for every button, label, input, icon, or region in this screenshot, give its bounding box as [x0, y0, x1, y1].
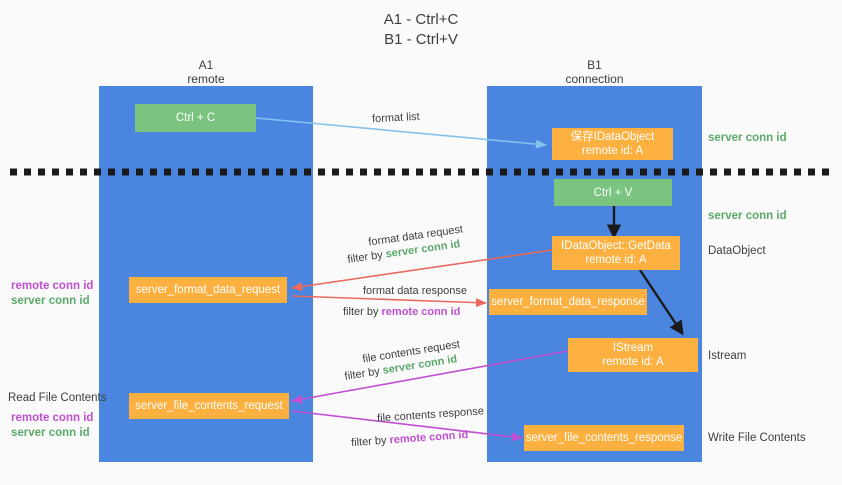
filter-prefix-4: filter by	[350, 434, 390, 450]
node-getdata-line2: remote id: A	[585, 254, 647, 266]
node-ctrl-v[interactable]: Ctrl + V	[554, 179, 672, 206]
label-server-conn-id-mid: server conn id	[708, 210, 787, 222]
filter-prefix-1: filter by	[346, 248, 387, 266]
panel-b1-name: B1	[587, 58, 602, 72]
node-server-file-contents-request[interactable]: server_file_contents_request	[129, 393, 289, 419]
panel-header-b1: B1 connection	[487, 58, 702, 86]
node-server-file-contents-request-label: server_file_contents_request	[135, 400, 283, 412]
filter-key-remote-conn-id-1: remote conn id	[381, 306, 461, 318]
node-getdata-line1: IDataObject::GetData	[561, 240, 671, 252]
panel-header-a1: A1 remote	[99, 58, 313, 86]
node-ctrl-v-label: Ctrl + V	[593, 186, 633, 199]
node-server-format-data-response-label: server_format_data_response	[491, 296, 645, 308]
node-istream-line2: remote id: A	[602, 356, 664, 368]
node-istream-line1: IStream	[612, 342, 654, 354]
label-write-file-contents: Write File Contents	[708, 432, 806, 444]
title-line-1: A1 - Ctrl+C	[383, 11, 459, 28]
edge-label-format-data-response: format data response	[363, 285, 467, 297]
node-server-file-contents-response[interactable]: server_file_contents_response	[524, 425, 684, 451]
edge-label-format-data-response-filter: filter by remote conn id	[343, 305, 460, 319]
panel-b1-sub: connection	[565, 72, 624, 86]
label-file-remote-conn-id: remote conn id	[11, 412, 94, 424]
label-format-server-conn-id: server conn id	[11, 295, 90, 307]
node-server-format-data-response[interactable]: server_format_data_response	[489, 289, 647, 315]
label-server-conn-id-top: server conn id	[708, 132, 787, 144]
panel-a1-name: A1	[198, 58, 214, 72]
filter-key-remote-conn-id-2: remote conn id	[389, 428, 469, 447]
panel-a1-sub: remote	[187, 72, 225, 86]
edge-label-file-contents-response: file contents response	[376, 405, 485, 425]
node-ctrl-c-label: Ctrl + C	[175, 112, 216, 124]
node-server-format-data-request-label: server_format_data_request	[135, 284, 281, 296]
label-format-remote-conn-id: remote conn id	[11, 280, 94, 292]
node-idataobject[interactable]: 保存IDataObject remote id: A	[552, 128, 673, 160]
diagram-title: A1 - Ctrl+C B1 - Ctrl+V	[0, 10, 842, 50]
edge-label-format-list: format list	[371, 110, 420, 126]
label-read-file-contents: Read File Contents	[8, 392, 107, 404]
label-dataobject: DataObject	[708, 245, 766, 257]
node-istream[interactable]: IStream remote id: A	[568, 338, 698, 372]
filter-prefix-3: filter by	[343, 364, 384, 383]
label-istream: Istream	[708, 350, 747, 362]
node-ctrl-c[interactable]: Ctrl + C	[135, 104, 256, 132]
node-server-format-data-request[interactable]: server_format_data_request	[129, 277, 287, 303]
edge-label-file-contents-response-filter: filter by remote conn id	[351, 428, 469, 450]
node-idataobject-getdata[interactable]: IDataObject::GetData remote id: A	[552, 236, 680, 270]
node-server-file-contents-response-label: server_file_contents_response	[525, 432, 683, 444]
label-file-server-conn-id: server conn id	[11, 427, 90, 439]
node-idataobject-line2: remote id: A	[581, 145, 644, 157]
title-line-2: B1 - Ctrl+V	[384, 31, 458, 48]
node-idataobject-line1: 保存IDataObject	[570, 131, 655, 143]
filter-prefix-2: filter by	[343, 306, 382, 318]
